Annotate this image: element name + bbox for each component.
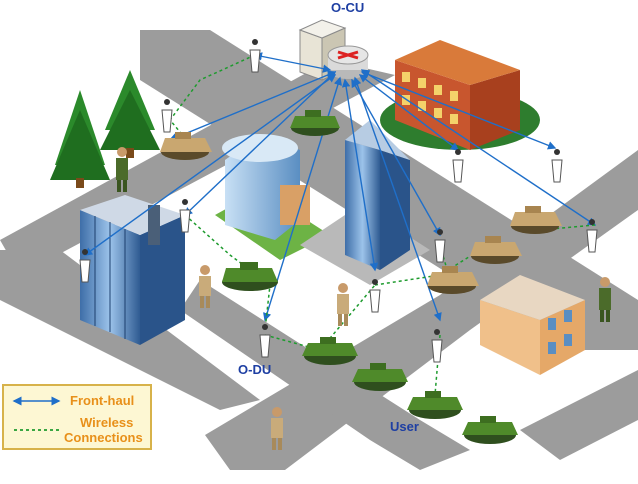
soldier-icon [199, 265, 211, 308]
user-label: User [390, 419, 419, 434]
building-apartment [480, 275, 585, 375]
soldiers [116, 147, 611, 450]
tank-icon [462, 416, 518, 444]
antenna-tower-icon [179, 199, 191, 233]
tanks-tan [160, 132, 562, 294]
tank-icon [302, 337, 358, 365]
legend-symbols [12, 396, 61, 431]
tank-icon [427, 266, 479, 294]
soldier-icon [337, 283, 349, 326]
antenna-tower-icon [161, 99, 173, 133]
odu-label: O-DU [238, 362, 271, 377]
legend: Front-haul Wireless Connections [2, 384, 152, 450]
soldier-icon [599, 277, 611, 322]
antenna-towers [79, 39, 598, 363]
antenna-tower-icon [79, 249, 91, 283]
antenna-tower-icon [551, 149, 563, 183]
legend-fronthaul: Front-haul [70, 393, 135, 408]
fronthaul-links [83, 52, 597, 322]
ocu-label: O-CU [331, 0, 364, 15]
tank-icon [510, 206, 562, 234]
soldier-icon [116, 147, 128, 192]
tank-icon [470, 236, 522, 264]
tank-icon [160, 132, 212, 160]
router-icon [327, 45, 369, 79]
road-cross-lower [180, 280, 470, 470]
antenna-tower-icon [259, 324, 271, 358]
antenna-tower-icon [369, 279, 381, 313]
tanks-green [222, 110, 518, 444]
tank-icon [290, 110, 340, 136]
legend-wireless-line1: Wireless [80, 415, 134, 430]
antenna-tower-icon [452, 149, 464, 183]
antenna-tower-icon [249, 39, 261, 73]
tank-icon [407, 391, 463, 419]
tank-icon [352, 363, 408, 391]
road-right [520, 370, 638, 460]
building-left-tower [80, 195, 185, 345]
tank-icon [222, 262, 278, 291]
building-center-round [222, 134, 310, 240]
antenna-tower-icon [586, 219, 598, 253]
antenna-tower-icon [434, 229, 446, 263]
soldier-icon [271, 407, 283, 450]
legend-wireless-line2: Connections [64, 430, 143, 445]
antenna-tower-icon [431, 329, 443, 363]
